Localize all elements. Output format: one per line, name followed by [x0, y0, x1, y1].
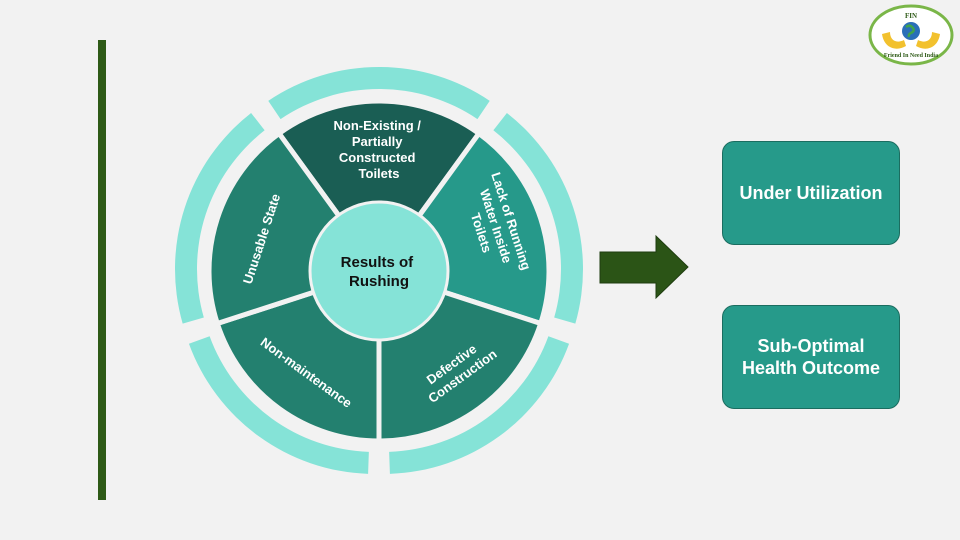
outcome-label: Under Utilization [739, 183, 883, 203]
outcome-box-health-outcome: Sub-Optimal Health Outcome [722, 305, 900, 409]
segment-label-line: Partially [352, 134, 403, 149]
outer-ring [175, 67, 584, 474]
outer-ring-arc [268, 67, 490, 120]
outer-ring-arc [493, 112, 584, 324]
center-label: Results of Rushing [341, 254, 418, 290]
outcome-box-under-utilization: Under Utilization [722, 141, 900, 245]
segment-label-line: Non-Existing / [333, 118, 421, 133]
outer-ring-arc [188, 336, 369, 474]
center-label-line-1: Results of [341, 254, 415, 271]
right-arrow-icon [599, 234, 689, 300]
segment-label-line: Constructed [339, 150, 416, 165]
outcome-label: Sub-Optimal Health Outcome [741, 336, 881, 378]
right-hand-icon [916, 32, 940, 49]
fin-logo: FIN Friend In Need India [868, 4, 954, 66]
logo-top-text: FIN [905, 12, 917, 20]
left-hand-icon [882, 32, 906, 49]
globe-icon [902, 22, 920, 40]
segment-label-line: Toilets [359, 166, 400, 181]
outer-ring-arc [389, 336, 570, 474]
segment-label-non-existing: Non-Existing / Partially Constructed Toi… [333, 118, 424, 181]
center-circle [308, 200, 450, 342]
center-label-line-2: Rushing [349, 273, 409, 290]
vertical-divider-bar [98, 40, 106, 500]
globe-land-icon [905, 24, 915, 38]
logo-bottom-text: Friend In Need India [884, 53, 938, 59]
outer-ring-arc [175, 112, 265, 324]
